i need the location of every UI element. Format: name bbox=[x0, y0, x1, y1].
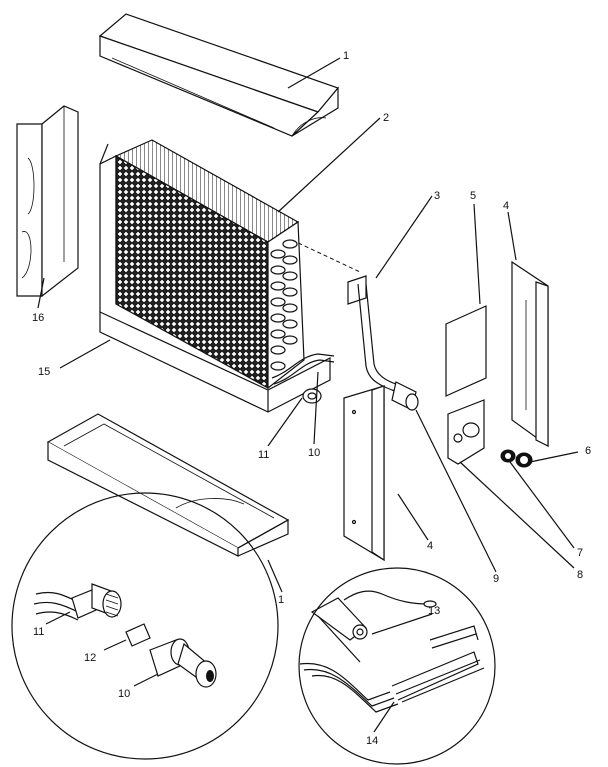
detail-circle-hose bbox=[11, 492, 279, 760]
rings bbox=[500, 449, 533, 468]
base-pan bbox=[99, 143, 331, 413]
bottom-cover bbox=[46, 413, 290, 557]
callout-coupler: 12 bbox=[84, 652, 96, 664]
side-panel-right bbox=[511, 260, 549, 448]
callout-bracket: 8 bbox=[577, 569, 583, 581]
leader-lines bbox=[37, 57, 579, 733]
callout-labels: 1 2 3 4 5 4 6 7 8 9 4 10 11 15 16 1 11 1… bbox=[32, 50, 591, 747]
callout-bottom-cover: 1 bbox=[278, 594, 284, 606]
plate bbox=[445, 305, 487, 397]
side-panel-front bbox=[343, 385, 385, 562]
callout-sensor: 13 bbox=[428, 605, 440, 617]
callout-side-panel-right-number: 4 bbox=[503, 200, 509, 212]
callout-valve: 10 bbox=[308, 447, 320, 459]
callout-heater: 14 bbox=[366, 735, 378, 747]
callout-fitting: 9 bbox=[493, 573, 499, 585]
detail-circle-heater bbox=[298, 567, 496, 765]
left-panel bbox=[16, 105, 79, 298]
callout-ring-outer: 6 bbox=[585, 445, 591, 457]
callout-left-panel: 16 bbox=[32, 312, 44, 324]
tube bbox=[347, 275, 419, 411]
coil-tube-bends bbox=[270, 239, 298, 371]
callout-coil: 2 bbox=[383, 112, 389, 124]
callout-valve-main: 10 bbox=[118, 688, 130, 700]
callout-hose: 11 bbox=[258, 449, 269, 461]
callout-side-panel-front: 4 bbox=[427, 540, 433, 552]
top-cover bbox=[98, 13, 340, 137]
callout-plate: 5 bbox=[470, 190, 476, 202]
callout-tube: 3 bbox=[434, 190, 440, 202]
callout-base-pan: 15 bbox=[38, 366, 50, 378]
callout-top-cover: 1 bbox=[343, 50, 349, 62]
callout-hose-detail: 11 bbox=[33, 626, 44, 638]
bracket bbox=[447, 399, 485, 465]
callout-ring-inner: 7 bbox=[577, 547, 583, 559]
coil-assembly bbox=[114, 139, 361, 404]
